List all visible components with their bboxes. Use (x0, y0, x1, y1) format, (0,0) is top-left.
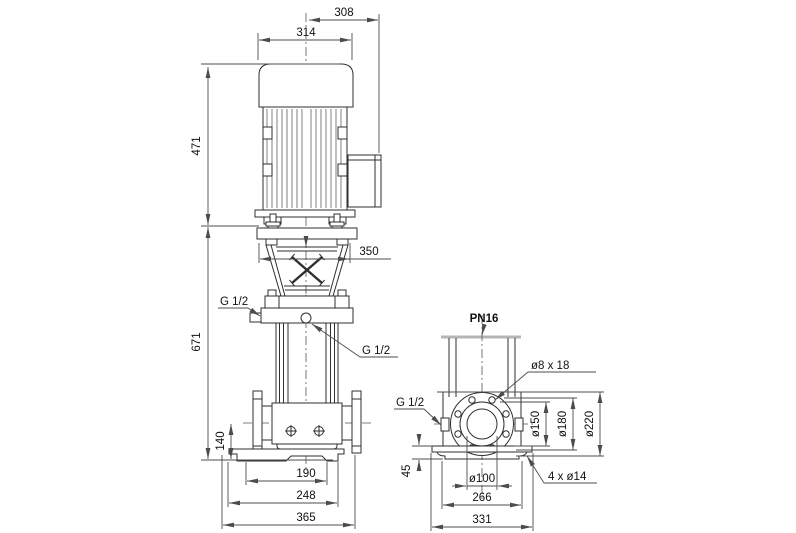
volute-bolt (313, 425, 325, 437)
end-dimension-lines (394, 323, 604, 531)
end-base-plate (431, 445, 533, 453)
dim-pump-height-label: 671 (191, 332, 203, 351)
side-plug-left (440, 417, 450, 432)
base-holes-label: 4 x ø14 (548, 471, 587, 483)
chamber-bottom (276, 443, 338, 450)
flange-rating-label: PN16 (470, 313, 499, 325)
flange-bolt-holes-label: ø8 x 18 (531, 360, 569, 372)
terminal-box (347, 154, 382, 208)
front-dimension-lines (201, 14, 398, 529)
end-gauge-port-label: G 1/2 (396, 397, 424, 409)
end-base-profile (436, 451, 528, 460)
dim-base-plate-width-label: 248 (296, 490, 315, 502)
pump-base (228, 448, 345, 462)
motor-boss (262, 163, 273, 177)
stool-nut (265, 238, 278, 246)
end-view: PN16 ø8 x 18 ø150 ø180 ø220 ø100 266 331… (394, 313, 604, 531)
motor-flange (254, 209, 356, 218)
dim-base-hole-span-label: 266 (472, 492, 491, 504)
dim-raised-face-label: ø150 (530, 411, 542, 437)
dim-bolt-circle-label: ø180 (557, 411, 569, 437)
end-column-lines (448, 338, 516, 397)
dim-base-feet-span-label: 190 (296, 468, 315, 480)
pump-column (275, 323, 339, 403)
dim-overall-width-label: 365 (296, 512, 315, 524)
gauge-plug-left (249, 312, 262, 323)
dim-port-height-label: 140 (215, 431, 227, 450)
motor-fins (266, 109, 342, 208)
head-bolt (267, 289, 277, 297)
side-plug-right (514, 417, 524, 432)
dim-depth-total-label: 308 (334, 7, 353, 19)
dim-flange-od-label: ø220 (584, 411, 596, 437)
dim-bore-label: ø100 (469, 473, 495, 485)
dim-base-height-label: 45 (401, 465, 413, 478)
stool-top-plate (256, 227, 358, 240)
head-bolt (337, 289, 347, 297)
motor-boss (337, 163, 348, 177)
flange-bore-circle (466, 408, 498, 440)
motor-boss (337, 126, 348, 140)
stool-nut (336, 238, 349, 246)
motor-fan-cover (258, 63, 354, 108)
motor-boss (262, 126, 273, 140)
dim-motor-height-label: 471 (191, 136, 203, 155)
suction-flange (252, 390, 263, 454)
stool-legs (265, 244, 349, 297)
motor-body (262, 106, 348, 211)
discharge-flange (351, 390, 362, 454)
flange-necks (262, 405, 352, 441)
flange-marks (253, 398, 361, 447)
dim-base-width-label: 331 (472, 514, 491, 526)
volute-bolt (285, 425, 297, 437)
front-view: 308 314 471 671 140 350 190 248 365 G 1/… (191, 7, 398, 529)
head-corner-boss (264, 295, 280, 309)
head-corner-boss (334, 295, 350, 309)
pump-volute (271, 402, 343, 445)
drain-port-label: G 1/2 (362, 345, 390, 357)
coupling-guard-rails (276, 246, 338, 291)
dim-motor-width-label: 314 (296, 27, 316, 39)
gauge-port-left-label: G 1/2 (220, 296, 248, 308)
dim-stool-width-label: 350 (359, 246, 378, 258)
drain-plug (300, 312, 312, 324)
